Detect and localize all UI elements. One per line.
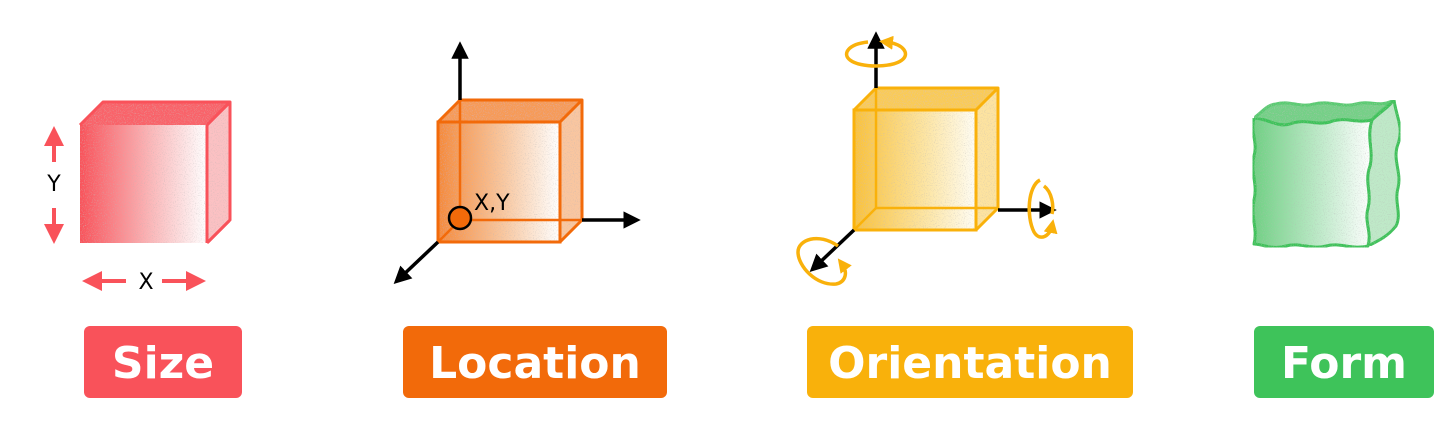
- size-label: Size: [112, 338, 214, 389]
- y-axis-label: Y: [46, 172, 61, 197]
- orientation-cube-with-rotation-arrows-icon: [796, 31, 1058, 286]
- size-badge: Size: [84, 326, 242, 398]
- x-axis-label: X: [138, 270, 153, 295]
- size-cube-icon: [78, 100, 232, 245]
- orientation-badge: Orientation: [807, 326, 1133, 398]
- location-cube-with-axes-icon: [393, 41, 641, 285]
- form-deformed-cube-icon: [1251, 98, 1402, 249]
- orientation-label: Orientation: [828, 338, 1112, 389]
- location-badge: Location: [403, 326, 667, 398]
- form-badge: Form: [1254, 326, 1434, 398]
- form-label: Form: [1281, 338, 1407, 389]
- location-label: Location: [429, 338, 641, 389]
- origin-point-label: X,Y: [474, 191, 510, 216]
